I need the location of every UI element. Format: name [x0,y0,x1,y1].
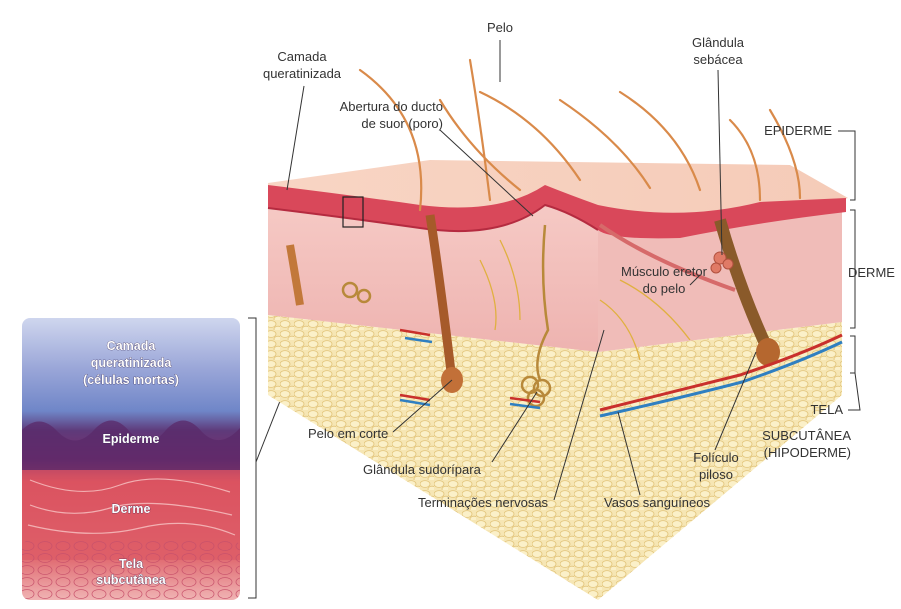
dermis-front-face [268,195,598,352]
leader-musculo [689,274,701,286]
label-terminacoes: Terminações nervosas [418,495,549,510]
micrograph-label-celulas-mortas: (células mortas) [83,373,179,387]
micrograph-label-epiderme: Epiderme [103,432,160,446]
arrector-muscle [598,223,736,292]
micrograph-collagen-fibers [27,478,236,536]
label-abertura-1: Abertura do ducto [340,99,443,114]
label-sebacea-2: sebácea [693,52,743,67]
label-musculo-1: Músculo eretor [621,264,708,279]
zoom-square [342,196,364,228]
label-foliculo-1: Folículo [693,450,739,465]
leader-pelo-corte [392,379,453,433]
sebaceous-gland [710,251,734,274]
skin-block [267,58,848,600]
hair-follicle-right [714,218,774,353]
label-epiderme: EPIDERME [764,123,832,138]
label-pelo: Pelo [487,20,513,35]
nerve-endings [479,239,691,361]
micrograph-label-derme: Derme [112,502,151,516]
hypodermis-front-face [268,315,598,600]
bracket-tela-link [848,372,861,411]
small-arteries [399,328,541,404]
bracket-tela-top [850,335,856,374]
micrograph-label-tela: Tela [119,557,144,571]
bracket-epiderme [838,130,856,201]
dermis-side-face [598,210,842,352]
micrograph-bracket [248,317,257,599]
micrograph-epidermis-band [22,420,240,470]
label-musculo-2: do pelo [643,281,686,296]
label-vasos: Vasos sanguíneos [604,495,710,510]
label-tela-3: (HIPODERME) [764,445,851,460]
label-camada-2: queratinizada [263,66,342,81]
micrograph: Camada queratinizada (células mortas) Ep… [22,318,240,600]
sweat-gland [341,224,552,408]
leader-abertura [439,129,534,217]
hypodermis-side-face [598,322,842,600]
hair-shafts [358,58,802,212]
bracket-derme [850,209,856,329]
labels: Pelo Camada queratinizada Abertura do du… [263,20,895,510]
artery [599,333,843,412]
hair-follicle-front [425,214,457,381]
label-tela-1: TELA [810,402,843,417]
label-sebacea-1: Glândula [692,35,745,50]
leader-foliculo [714,351,757,451]
label-derme: DERME [848,265,895,280]
micrograph-label-queratinizada: queratinizada [91,356,173,370]
label-foliculo-2: piloso [699,467,733,482]
label-pelo-em-corte: Pelo em corte [308,426,388,441]
label-glandula-sudoripara: Glândula sudorípara [363,462,482,477]
hair-follicle-edge [286,244,304,306]
label-camada-1: Camada [277,49,327,64]
micrograph-label-camada: Camada [107,339,157,353]
micrograph-dermis-band [22,470,240,560]
leader-lines [286,40,861,501]
leader-vasos [617,411,641,496]
leader-terminacoes [553,329,605,501]
label-abertura-2: de suor (poro) [361,116,443,131]
leader-sudoripara [491,391,538,463]
vein [599,340,843,418]
epidermis-edge [267,203,599,233]
micrograph-label-subcutanea: subcutânea [96,573,167,587]
label-tela-2: SUBCUTÂNEA [762,428,851,443]
hair-bulb-right [756,338,780,366]
epidermis-layer [268,185,846,239]
leader-camada [286,85,305,191]
leader-sebacea [717,69,723,256]
micrograph-subcutaneous-texture [22,540,240,600]
